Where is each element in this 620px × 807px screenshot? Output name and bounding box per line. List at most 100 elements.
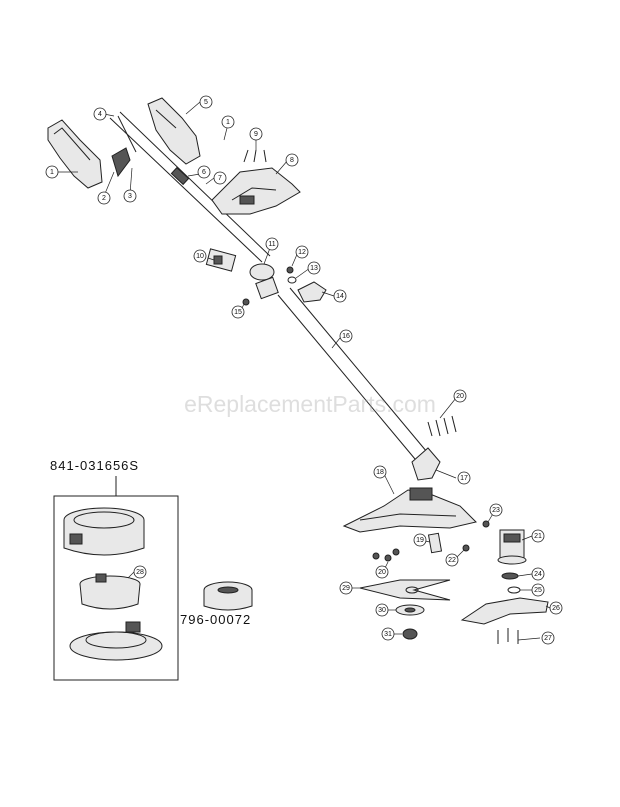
callout-6: 6 <box>197 165 211 179</box>
callout-5: 5 <box>199 95 213 109</box>
assist-handle <box>211 167 301 215</box>
callout-15: 15 <box>231 305 245 319</box>
part-13 <box>287 276 297 284</box>
callout-28: 28 <box>133 565 147 579</box>
callout-20: 20 <box>375 565 389 579</box>
callout-label: 17 <box>460 475 468 482</box>
callout-label: 14 <box>336 293 344 300</box>
callout-label: 25 <box>534 587 542 594</box>
guard <box>342 487 477 533</box>
callout-label: 1 <box>226 119 230 126</box>
callout-24: 24 <box>531 567 545 581</box>
part-19 <box>427 532 443 554</box>
callout-2: 2 <box>97 191 111 205</box>
callout-18: 18 <box>373 465 387 479</box>
callout-label: 6 <box>202 169 206 176</box>
callout-label: 28 <box>136 569 144 576</box>
callout-26: 26 <box>549 601 563 615</box>
callout-11: 11 <box>265 237 279 251</box>
callout-label: 31 <box>384 631 392 638</box>
callout-1: 1 <box>45 165 59 179</box>
kit-part-number: 841-031656S <box>50 458 140 473</box>
callout-16: 16 <box>339 329 353 343</box>
callout-21: 21 <box>531 529 545 543</box>
nut-31 <box>402 628 418 640</box>
trimmer-head-cover <box>63 507 145 556</box>
callout-20: 20 <box>453 389 467 403</box>
callout-label: 12 <box>298 249 306 256</box>
callout-12: 12 <box>295 245 309 259</box>
callout-17: 17 <box>457 471 471 485</box>
screws-9 <box>243 149 267 163</box>
callout-29: 29 <box>339 581 353 595</box>
bolts-27 <box>497 628 519 644</box>
callout-30: 30 <box>375 603 389 617</box>
knob <box>297 281 327 303</box>
washer-24 <box>501 572 519 580</box>
callout-9: 9 <box>249 127 263 141</box>
callout-label: 8 <box>290 157 294 164</box>
lower-shaft <box>277 287 433 466</box>
callout-23: 23 <box>489 503 503 517</box>
callout-8: 8 <box>285 153 299 167</box>
callout-19: 19 <box>413 533 427 547</box>
callout-label: 23 <box>492 507 500 514</box>
nut-25 <box>507 586 521 594</box>
callout-label: 5 <box>204 99 208 106</box>
spool-part-number: 796-00072 <box>180 612 252 627</box>
blade <box>359 579 451 601</box>
part-22 <box>462 544 470 552</box>
callout-label: 13 <box>310 265 318 272</box>
callout-13: 13 <box>307 261 321 275</box>
shaft-end-fitting <box>411 447 441 481</box>
handle-left-half <box>47 119 103 189</box>
upper-shaft <box>109 111 271 263</box>
handle-right-half <box>147 97 201 165</box>
callout-25: 25 <box>531 583 545 597</box>
callout-label: 26 <box>552 605 560 612</box>
callout-label: 11 <box>268 241 275 248</box>
part-15 <box>242 298 250 306</box>
replacement-spool <box>203 581 253 611</box>
callout-label: 16 <box>342 333 350 340</box>
callout-10: 10 <box>193 249 207 263</box>
part-12 <box>286 266 294 274</box>
callout-label: 19 <box>416 537 424 544</box>
coupler-housing <box>249 263 279 300</box>
blade-guard <box>460 597 549 625</box>
callout-label: 20 <box>456 393 464 400</box>
callout-31: 31 <box>381 627 395 641</box>
callout-4: 4 <box>93 107 107 121</box>
callout-27: 27 <box>541 631 555 645</box>
callout-label: 10 <box>196 253 204 260</box>
callout-label: 18 <box>376 469 384 476</box>
callout-label: 15 <box>234 309 242 316</box>
callout-label: 22 <box>448 557 456 564</box>
callout-label: 2 <box>102 195 106 202</box>
gearhead <box>497 529 527 565</box>
part-23 <box>482 520 490 528</box>
callout-label: 4 <box>98 111 102 118</box>
bolts-20-upper <box>427 415 457 437</box>
callout-14: 14 <box>333 289 347 303</box>
watermark: eReplacementParts.com <box>184 391 436 417</box>
callout-label: 24 <box>534 571 542 578</box>
leader-lines <box>56 101 551 641</box>
callout-label: 29 <box>342 585 350 592</box>
callout-label: 21 <box>534 533 542 540</box>
screws-20-lower <box>372 548 400 562</box>
trimmer-head-base <box>69 621 163 661</box>
callout-22: 22 <box>445 553 459 567</box>
callout-label: 1 <box>50 169 54 176</box>
callout-3: 3 <box>123 189 137 203</box>
callout-label: 7 <box>218 175 222 182</box>
callout-label: 3 <box>128 193 132 200</box>
trimmer-spool <box>79 573 141 610</box>
callout-1: 1 <box>221 115 235 129</box>
trigger <box>111 115 137 178</box>
callout-label: 9 <box>254 131 258 138</box>
callout-label: 20 <box>378 569 386 576</box>
